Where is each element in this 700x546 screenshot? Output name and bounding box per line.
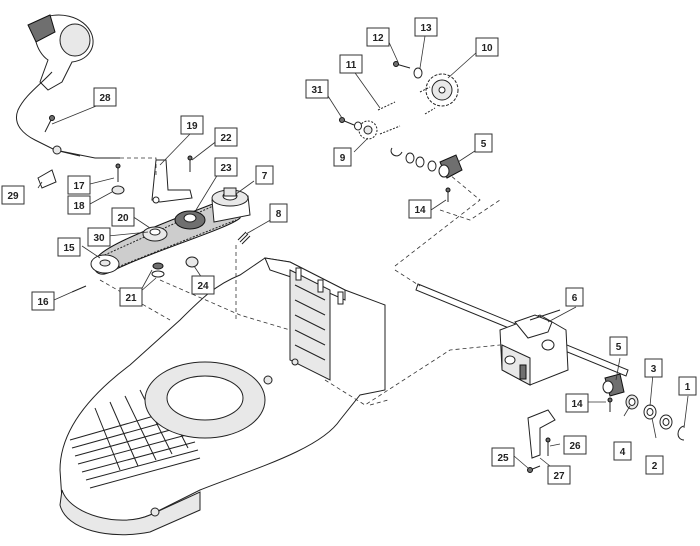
svg-text:4: 4 [620,447,626,458]
svg-text:28: 28 [99,93,111,104]
svg-text:5: 5 [481,139,487,150]
sprocket-assembly [339,61,463,202]
svg-text:26: 26 [569,441,581,452]
callout-16: 16 [31,291,55,311]
callout-14-top: 14 [408,199,432,219]
svg-text:9: 9 [340,153,346,164]
callout-12: 12 [366,27,390,47]
svg-text:11: 11 [346,60,357,71]
callout-25: 25 [491,447,515,467]
assembly-guides [99,157,501,406]
callout-8: 8 [269,203,288,223]
callout-31: 31 [305,79,329,99]
svg-text:3: 3 [651,364,657,375]
pin-17 [115,163,121,182]
callout-2: 2 [645,455,664,475]
callout-24: 24 [191,275,215,295]
callout-9: 9 [333,147,352,167]
callout-13: 13 [414,17,438,37]
washers-21 [151,262,165,278]
screw-28 [44,115,55,133]
svg-text:21: 21 [125,293,137,304]
svg-text:15: 15 [63,243,75,254]
svg-text:2: 2 [652,461,658,472]
svg-text:24: 24 [197,281,209,292]
callout-22: 22 [214,127,238,147]
svg-text:22: 22 [220,133,232,144]
svg-text:27: 27 [553,471,565,482]
callout-29: 29 [1,185,25,205]
svg-text:5: 5 [616,342,622,353]
svg-text:7: 7 [262,171,268,182]
svg-text:1: 1 [685,382,691,393]
callout-1: 1 [678,376,697,396]
svg-text:23: 23 [220,163,232,174]
svg-text:12: 12 [372,33,384,44]
shift-lever-27 [527,409,556,473]
svg-text:16: 16 [37,297,49,308]
callout-11: 11 [339,54,363,74]
screw-22 [187,155,193,172]
svg-text:18: 18 [73,201,85,212]
svg-text:8: 8 [276,209,282,220]
callout-14-right: 14 [565,393,589,413]
callout-5-right: 5 [609,336,628,356]
callout-26: 26 [563,435,587,455]
svg-text:29: 29 [7,191,19,202]
callout-18: 18 [67,195,91,215]
svg-text:20: 20 [117,213,129,224]
callout-15: 15 [57,237,81,257]
spring-8 [237,231,251,245]
callout-10: 10 [475,37,499,57]
handle-lever-assembly [16,14,120,159]
callout-23: 23 [214,157,238,177]
svg-text:19: 19 [186,121,198,132]
callout-30: 30 [87,227,111,247]
bracket-29 [37,169,57,189]
callout-7: 7 [255,165,274,185]
callout-27: 27 [547,465,571,485]
svg-text:14: 14 [571,399,583,410]
pin-16 [71,285,87,293]
svg-text:17: 17 [73,181,85,192]
callout-20: 20 [111,207,135,227]
svg-text:25: 25 [497,453,509,464]
callout-4: 4 [613,441,632,461]
nut-24 [185,256,199,268]
svg-text:14: 14 [414,205,426,216]
svg-text:30: 30 [93,233,105,244]
callout-28: 28 [93,87,117,107]
drive-belt-assembly [90,187,251,275]
callout-19: 19 [180,115,204,135]
callout-21: 21 [119,287,143,307]
callout-3: 3 [644,358,663,378]
lever-plate-19 [151,159,193,204]
svg-text:6: 6 [572,293,578,304]
callout-5-top: 5 [474,133,493,153]
callout-6: 6 [565,287,584,307]
svg-text:10: 10 [481,43,493,54]
svg-text:31: 31 [311,85,323,96]
svg-text:13: 13 [420,23,432,34]
callout-17: 17 [67,175,91,195]
gearbox-axle-assembly [415,283,685,441]
mower-deck [59,257,386,536]
nut-18 [111,185,125,195]
